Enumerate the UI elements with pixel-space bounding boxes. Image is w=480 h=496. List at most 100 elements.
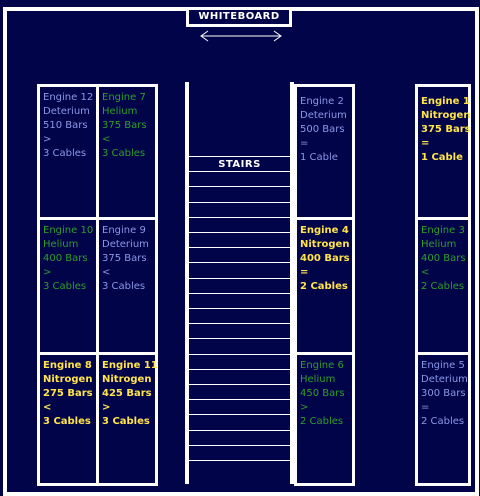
stair-step [189,292,290,294]
stair-step [189,216,290,218]
engine-gas: Nitrogen [421,110,471,121]
engine-name: Engine 5 [421,360,465,371]
engine-pressure: 510 Bars [43,120,88,131]
engine-grid-left: Engine 12 Deterium 510 Bars >3 Cables Engin… [37,84,158,486]
engine-cables: 2 Cables [300,281,348,292]
engine-pressure: 425 Bars [102,388,152,399]
engine-name: Engine 3 [421,225,465,236]
engine-cell-9: Engine 9 Deterium 375 Bars <3 Cables [99,220,155,352]
engine-name: Engine 4 [300,225,349,236]
engine-gas: Deterium [102,239,149,250]
engine-pressure: 400 Bars [421,253,466,264]
engine-name: Engine 2 [300,96,344,107]
engine-gas: Helium [300,374,336,385]
stair-step [189,338,290,340]
stair-step [189,171,290,173]
engine-pressure: 500 Bars [300,124,345,135]
engine-cables: 3 Cables [43,148,87,159]
stair-step [189,444,290,446]
stairs-label: STAIRS [218,159,261,170]
engine-pressure: 300 Bars [421,388,466,399]
engine-cell-12: Engine 12 Deterium 510 Bars >3 Cables [40,87,96,217]
engine-cables: 1 Cable [421,152,463,163]
engine-pressure: 375 Bars [102,253,147,264]
stair-step [189,262,290,264]
engine-cables: 3 Cables [102,148,146,159]
engine-cell-11: Engine 11 Nitrogen 425 Bars >3 Cables [99,355,158,483]
engine-cables: 3 Cables [43,416,91,427]
engine-gas: Helium [43,239,79,250]
engine-name: Engine 7 [102,92,146,103]
engine-cell-6: Engine 6 Helium 450 Bars >2 Cables [297,355,352,483]
stair-step [189,414,290,416]
engine-cables: 3 Cables [102,416,150,427]
engine-comparison: < [43,402,52,413]
grid-divider [96,87,99,483]
engine-pressure: 375 Bars [102,120,147,131]
grid-divider [40,217,155,220]
engine-gas: Nitrogen [300,239,350,250]
engine-cables: 3 Cables [43,281,87,292]
stair-step [189,308,290,309]
stair-step [189,156,290,157]
stair-step [189,399,290,401]
stair-step [189,232,290,233]
stair-step [189,353,290,355]
engine-cell-2: Engine 2 Deterium 500 Bars = 1 Cable [297,91,352,217]
stairs-left-wall [185,82,189,484]
engine-comparison: > [300,402,309,413]
engine-cell-8: Engine 8 Nitrogen 275 Bars <3 Cables [40,355,96,483]
stair-step [189,384,290,385]
engine-comparison: = [300,138,309,149]
engine-comparison: = [421,138,430,149]
stair-step [189,460,290,461]
engine-gas: Deterium [43,106,90,117]
grid-divider [40,352,155,355]
engine-comparison: < [102,267,111,278]
engine-pressure: 275 Bars [43,388,93,399]
grid-divider [418,217,468,220]
engine-name: Engine 12 [43,92,94,103]
engine-cell-5: Engine 5 Deterium 300 Bars = 2 Cables [418,355,468,483]
engine-cables: 1 Cable [300,152,338,163]
engine-cables: 3 Cables [102,281,146,292]
engine-pressure: 450 Bars [300,388,345,399]
stairs: STAIRS [189,82,290,484]
stair-step [189,368,290,370]
stairs-right-wall [290,82,294,484]
engine-comparison: < [102,134,111,145]
engine-comparison: < [421,267,430,278]
engine-gas: Nitrogen [43,374,93,385]
engine-comparison: = [421,402,430,413]
engine-column-middle: Engine 2 Deterium 500 Bars = 1 Cable Engine … [294,84,355,486]
engine-name: Engine 9 [102,225,146,236]
engine-gas: Helium [421,239,457,250]
engine-name: Engine 6 [300,360,344,371]
grid-divider [297,352,352,355]
engine-comparison: > [102,402,111,413]
engine-cables: 2 Cables [300,416,344,427]
engine-name: Engine 8 [43,360,92,371]
engine-comparison: > [43,267,52,278]
engine-name: Engine 1 [421,96,470,107]
engine-cables: 2 Cables [421,416,465,427]
engine-pressure: 400 Bars [300,253,350,264]
engine-name: Engine 10 [43,225,94,236]
stair-step [189,247,290,249]
stair-step [189,429,290,431]
engine-name: Engine 11 [102,360,158,371]
engine-gas: Deterium [300,110,347,121]
whiteboard: WHITEBOARD [186,7,292,27]
stair-step [189,186,290,188]
engine-gas: Deterium [421,374,468,385]
engine-comparison: > [43,134,52,145]
engine-gas: Nitrogen [102,374,152,385]
stair-step [189,201,290,203]
double-arrow-icon [200,30,282,42]
grid-divider [297,217,352,220]
stair-step [189,277,290,279]
